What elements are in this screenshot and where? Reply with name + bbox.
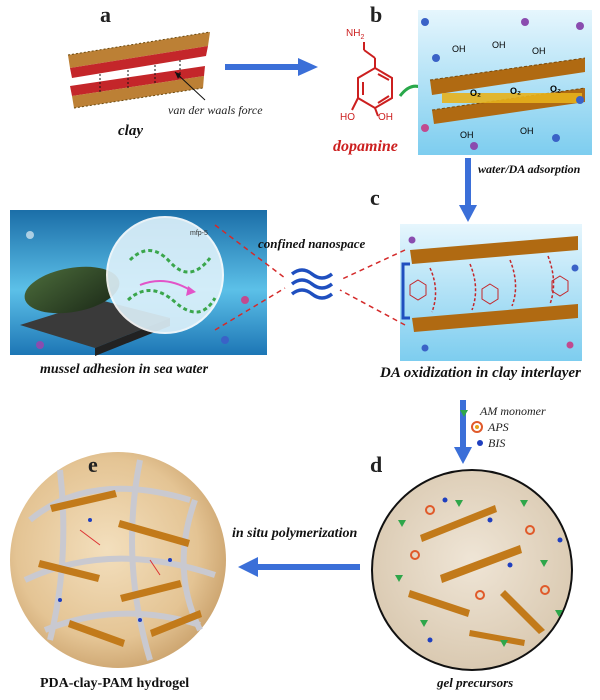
legend-aps: APS — [488, 420, 509, 434]
am-monomer-icon — [460, 410, 468, 417]
mussel-label: mussel adhesion in sea water — [40, 362, 209, 377]
ions-b — [421, 18, 584, 150]
precursor-contents — [395, 497, 563, 647]
approx-symbol — [290, 268, 334, 300]
confined-label: confined nanospace — [258, 236, 366, 251]
oh-b-5: OH — [520, 126, 534, 136]
insitu-label: in situ polymerization — [232, 526, 358, 541]
clay-stack — [67, 31, 211, 109]
clay-layers-b — [429, 57, 586, 124]
oh-b-4: OH — [460, 130, 474, 140]
da-oxidization-label: DA oxidization in clay interlayer — [380, 365, 581, 381]
ho-label: HO — [340, 112, 355, 123]
aps-icon — [471, 421, 483, 433]
mussel-scene — [20, 216, 249, 356]
panel-label-e: e — [88, 452, 98, 477]
oh-b-1: OH — [452, 44, 466, 54]
water-da-label: water/DA adsorption — [478, 162, 581, 176]
mfp-label: mfp-5 — [190, 230, 208, 237]
arrow-a-to-b — [225, 58, 318, 76]
oh-label: OH — [378, 112, 393, 123]
panel-label-c: c — [370, 185, 380, 210]
clay-label: clay — [118, 123, 143, 139]
oh-b-2: OH — [492, 40, 506, 50]
o2-label-3: O₂ — [550, 84, 561, 94]
arrow-b-to-c — [459, 158, 477, 222]
vdw-label: van der waals force — [168, 103, 263, 117]
hydrogel-network — [23, 459, 216, 661]
o2-label-1: O₂ — [470, 88, 481, 98]
arrow-d-to-e — [238, 557, 360, 577]
nanospace-connectors — [214, 224, 406, 331]
hydrogel-label: PDA-clay-PAM hydrogel — [40, 676, 190, 691]
arrow-c-to-d — [454, 400, 472, 464]
panel-label-a: a — [100, 2, 111, 27]
legend-am: AM monomer — [480, 404, 546, 418]
panel-label-d: d — [370, 452, 383, 477]
gel-precursors-label: gel precursors — [437, 675, 514, 690]
nh2-label: NH2 — [346, 28, 365, 41]
clay-layers-c — [401, 236, 578, 332]
dopamine-structure — [351, 42, 393, 117]
ions-c — [408, 236, 579, 352]
legend-bis: BIS — [488, 436, 506, 450]
panel-label-b: b — [370, 2, 383, 27]
o2-label-2: O₂ — [510, 86, 521, 96]
dopamine-label: dopamine — [333, 138, 398, 155]
oh-b-3: OH — [532, 46, 546, 56]
bis-icon — [477, 440, 483, 446]
